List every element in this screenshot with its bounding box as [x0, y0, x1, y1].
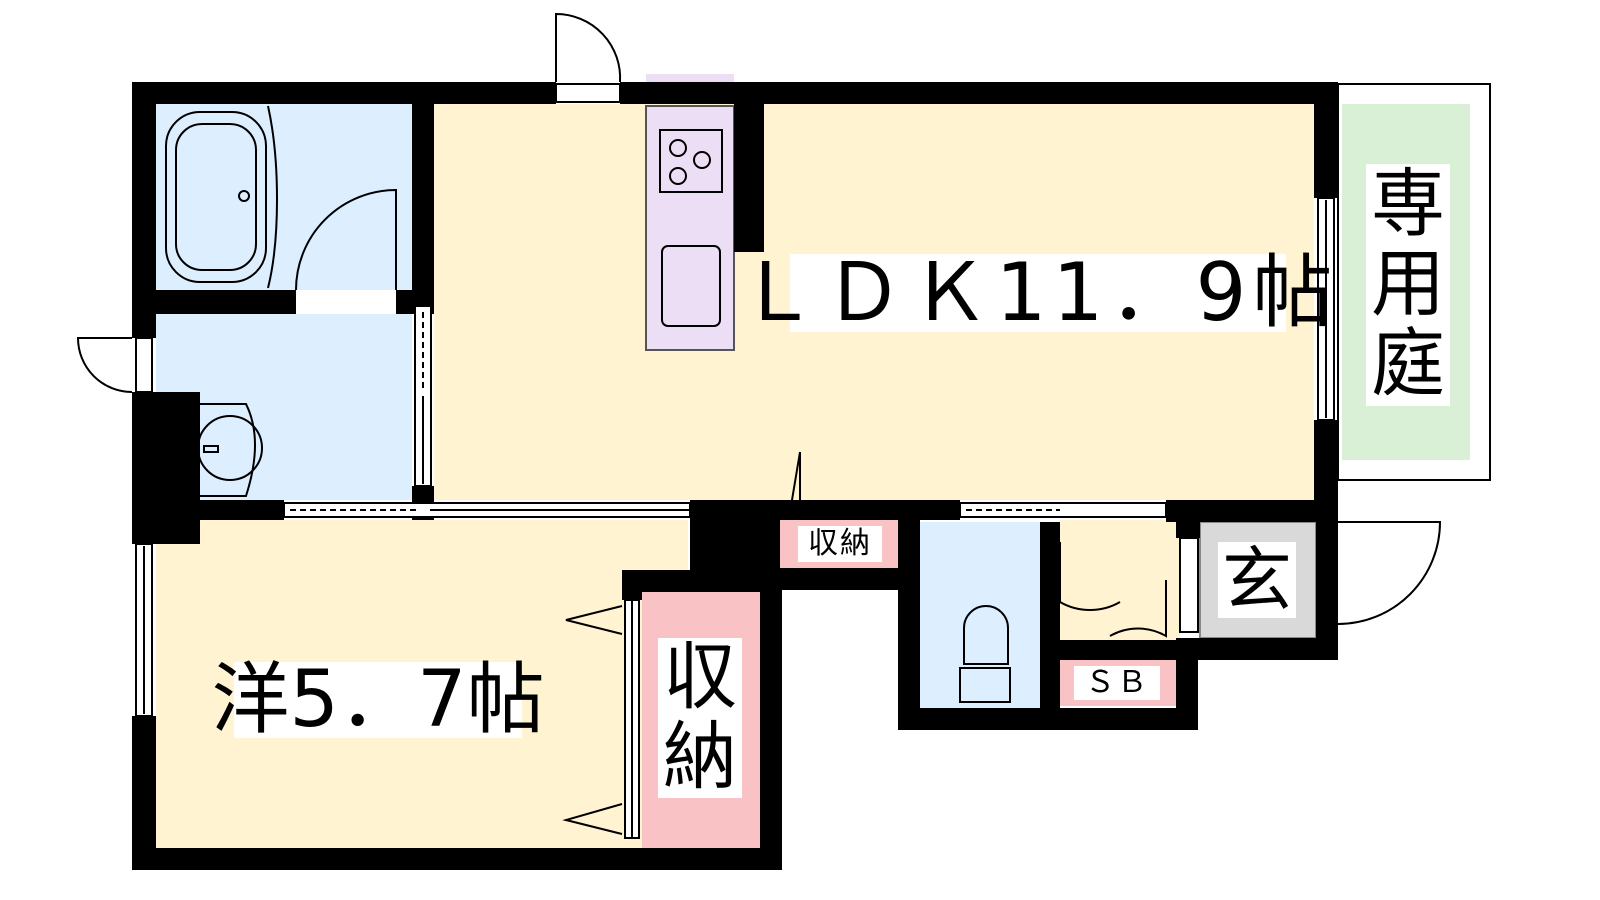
wall-bath-wash — [156, 290, 296, 314]
sliding-door-toilet-hall — [959, 502, 1167, 518]
wall-ldk-bottom-right-2 — [1166, 500, 1338, 522]
wall-core-3 — [622, 570, 782, 592]
wall-entrance-bottom — [1176, 638, 1338, 660]
label-ldk: ＬＤＫ11．9帖 — [737, 246, 1339, 339]
window-top-entry — [555, 83, 621, 103]
burner-2 — [693, 151, 711, 169]
wall-entrance-right — [1316, 522, 1338, 660]
toilet-tank — [959, 667, 1011, 703]
toilet-floor — [920, 522, 1040, 708]
label-closet-small: 収納 — [798, 526, 882, 562]
window-lines — [143, 200, 1327, 838]
door-bathroom — [295, 188, 397, 291]
wall-toilet-bottom — [898, 708, 1198, 730]
wall-entrance-left — [1176, 522, 1200, 538]
label-shoe-box: ＳＢ — [1074, 666, 1160, 700]
bathroom-floor — [156, 104, 412, 290]
label-garden-2: 用 — [1371, 241, 1445, 328]
wall-toilet-left — [898, 520, 920, 730]
wall-left-upper — [132, 82, 156, 338]
door-closet-top — [565, 605, 623, 635]
wall-ldk-bottom-right — [780, 500, 960, 520]
burner-1 — [669, 139, 687, 157]
sink — [661, 245, 721, 327]
wash-basin — [200, 403, 256, 497]
bathtub-inner — [175, 123, 257, 271]
sliding-door-entrance — [1179, 537, 1199, 633]
toilet-bowl — [963, 605, 1009, 665]
door-top-entry — [555, 12, 622, 83]
wall-top-left — [132, 82, 556, 104]
stove — [659, 129, 723, 193]
garden-border — [1337, 83, 1491, 481]
label-closet-main-1: 収 — [663, 634, 737, 721]
wall-closet-right — [760, 570, 782, 870]
bath-wall-curve — [267, 105, 278, 289]
door-toilet — [1059, 542, 1121, 612]
label-garden-3: 庭 — [1371, 320, 1445, 407]
window-marks — [290, 312, 1060, 511]
wall-top-right — [620, 82, 1338, 104]
label-garden-1: 専 — [1371, 161, 1445, 248]
door-closet-bottom — [562, 803, 623, 835]
fixtures — [165, 105, 1011, 703]
door-entrance-outer — [1337, 521, 1442, 625]
wall-sb-top — [1060, 640, 1180, 660]
faucet — [203, 445, 219, 453]
wall-closet-left — [622, 570, 642, 600]
walls — [132, 82, 1338, 870]
wash-basin-bowl — [197, 415, 263, 481]
wall-toilet-right — [1040, 522, 1060, 708]
label-private-garden: 専 用 庭 — [1366, 164, 1450, 406]
label-closet-main: 収 納 — [658, 634, 742, 800]
entrance-hall-floor — [1060, 520, 1180, 640]
bathtub-drain — [238, 190, 250, 202]
door-swings — [76, 12, 1442, 835]
label-western-room: 洋5．7帖 — [211, 655, 545, 745]
label-closet-main-2: 納 — [663, 714, 737, 800]
wall-bottom-western — [132, 848, 782, 870]
door-small-closet — [791, 451, 801, 501]
door-washroom — [76, 337, 133, 393]
wall-bath-divider — [412, 104, 434, 304]
wall-sb-right — [1176, 640, 1198, 730]
door-entrance-inner — [1109, 580, 1167, 638]
wall-left-lower — [132, 716, 156, 870]
wall-closet-small-bottom — [780, 568, 920, 590]
wall-left-middle — [132, 392, 200, 544]
wall-right-upper — [1314, 82, 1338, 198]
bathtub — [165, 111, 267, 283]
wall-kitchen-pillar — [734, 104, 764, 252]
burner-3 — [669, 167, 687, 185]
window-left-wash — [135, 337, 153, 393]
wall-ldk-bottom-left — [200, 500, 284, 520]
label-entrance: 玄 — [1218, 542, 1296, 618]
